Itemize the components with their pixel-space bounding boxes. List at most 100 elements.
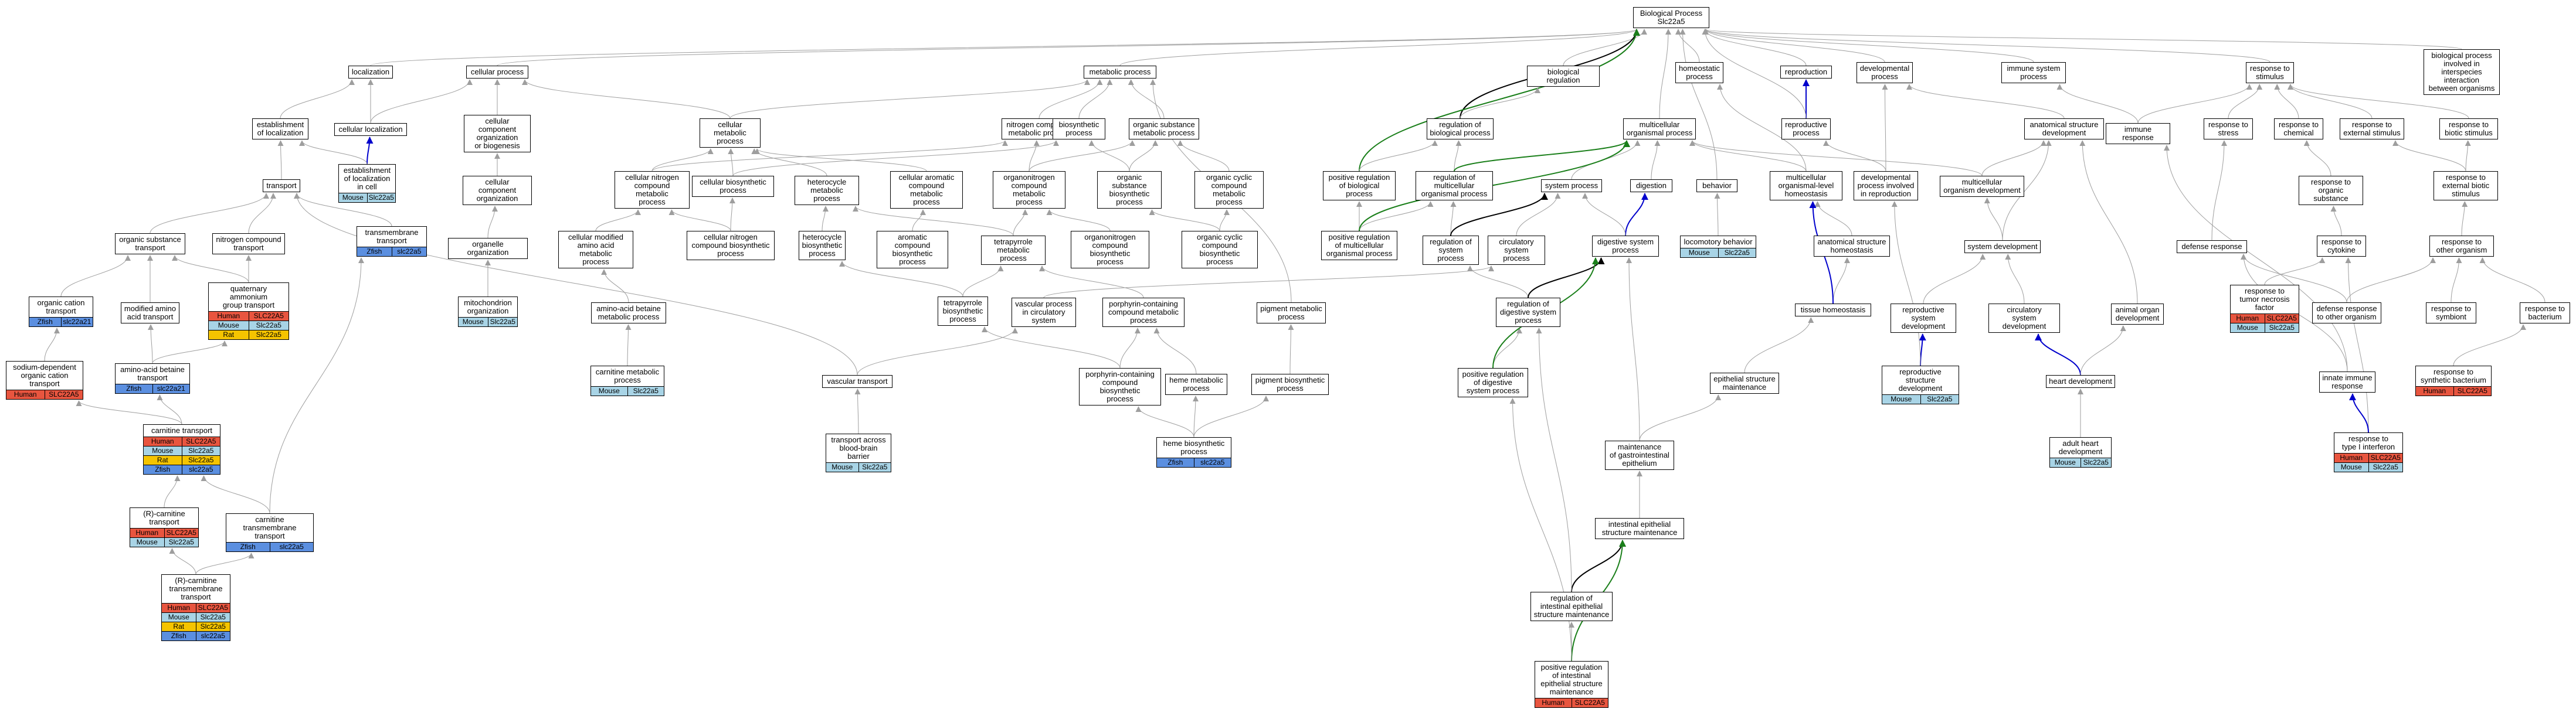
edge-gray xyxy=(1703,29,2270,63)
go-term-epi-maint: epithelial structure maintenance xyxy=(1710,373,1779,394)
go-term-label: establishment of localization in cell xyxy=(343,166,391,191)
edge-gray xyxy=(1651,140,1661,180)
edge-gray xyxy=(822,206,829,231)
go-term-repro-sys-dev: reproductive system development xyxy=(1891,304,1956,333)
go-term-label: biosynthetic process xyxy=(1058,120,1099,137)
edge-green xyxy=(1359,29,1640,172)
gene-symbol: Slc22a5 xyxy=(2264,323,2299,332)
go-term-label: regulation of multicellular organismal p… xyxy=(1421,173,1488,198)
edge-gray xyxy=(76,400,182,425)
edge-gray xyxy=(1192,396,1199,438)
edge-gray xyxy=(2211,140,2227,241)
gene-symbol: Slc22a5 xyxy=(627,387,664,396)
go-term-label: multicellular organismal-level homeostas… xyxy=(1778,173,1834,198)
go-term-reg-mc: regulation of multicellular organismal p… xyxy=(1416,171,1493,200)
edge-gray xyxy=(1702,29,1807,119)
go-term-label: circulatory system process xyxy=(1499,237,1534,263)
edge-gray xyxy=(2274,84,2299,119)
edge-gray xyxy=(1013,209,1029,236)
go-term-heme-met: heme metabolic process xyxy=(1165,374,1227,395)
edge-gray xyxy=(172,255,249,283)
gene-symbol: slc22a5 xyxy=(269,543,314,551)
go-term-label: organic substance metabolic process xyxy=(1133,120,1195,137)
go-term-dev-proc: developmental process xyxy=(1857,62,1913,83)
go-term-label: response to stimulus xyxy=(2250,64,2290,81)
go-term-label: locomotory behavior xyxy=(1684,237,1753,246)
go-term-label: pigment metabolic process xyxy=(1260,304,1322,321)
go-term-n-comp-transport: nitrogen compound transport xyxy=(212,233,285,254)
species-name: Mouse xyxy=(2236,323,2258,332)
go-term-label: positive regulation of biological proces… xyxy=(1328,173,1390,198)
go-term-label: anatomical structure homeostasis xyxy=(1817,237,1886,254)
edge-gray xyxy=(1703,29,2462,50)
species-name: Rat xyxy=(223,330,235,339)
go-term-label: cellular component organization or bioge… xyxy=(474,117,520,150)
go-term-maint-gi: maintenance of gastrointestinal epitheli… xyxy=(1605,441,1674,470)
go-term-label: response to chemical xyxy=(2279,120,2319,137)
go-term-label: heterocycle metabolic process xyxy=(807,178,847,203)
go-term-label: organic cation transport xyxy=(37,298,85,315)
go-term-label: anatomical structure development xyxy=(2029,120,2099,137)
edge-gray xyxy=(164,475,181,508)
edge-gray xyxy=(1046,209,1111,231)
go-term-homeo: homeostatic process xyxy=(1675,62,1723,83)
go-term-def-resp: defense response xyxy=(2177,240,2247,253)
edge-gray xyxy=(982,326,1121,369)
go-term-met-proc: metabolic process xyxy=(1084,66,1156,79)
edge-gray xyxy=(1984,197,2003,241)
go-term-reg-dig: regulation of digestive system process xyxy=(1496,298,1560,327)
go-term-label: developmental process involved in reprod… xyxy=(1857,173,1915,198)
edge-gray xyxy=(854,389,861,434)
edge-gray xyxy=(1571,140,1641,180)
gene-symbol: SLC22A5 xyxy=(1571,698,1608,707)
edge-gray xyxy=(299,140,368,165)
species-name: Mouse xyxy=(218,321,239,329)
edge-gray xyxy=(370,29,1640,66)
go-term-label: organic cyclic compound metabolic proces… xyxy=(1206,173,1253,206)
go-term-label: amino-acid betaine metabolic process xyxy=(596,304,661,321)
go-term-org-cyc-biosyn: organic cyclic compound biosynthetic pro… xyxy=(1182,231,1258,268)
species-name: Human xyxy=(13,390,37,398)
go-term-label: organonitrogen compound metabolic proces… xyxy=(1003,173,1055,206)
go-term-porph-met: porphyrin-containing compound metabolic … xyxy=(1102,298,1185,327)
go-term-cell-arom-met: cellular aromatic compound metabolic pro… xyxy=(890,171,963,209)
gene-symbol: Slc22a5 xyxy=(248,330,289,339)
species-name: Human xyxy=(2236,314,2259,322)
edge-gray xyxy=(1029,140,1040,172)
go-term-orgN-met: organonitrogen compound metabolic proces… xyxy=(993,171,1065,209)
go-term-label: carnitine metabolic process xyxy=(595,367,660,384)
edge-gray xyxy=(751,148,827,176)
go-term-resp-stim: response to stimulus xyxy=(2246,62,2294,83)
edge-gray xyxy=(1679,29,1718,180)
go-term-label: organelle organization xyxy=(467,240,509,257)
species-name: Human xyxy=(217,312,240,320)
species-name: Human xyxy=(135,529,159,537)
species-name: Zfish xyxy=(155,465,171,473)
go-term-label: response to tumor necrosis factor xyxy=(2239,287,2290,312)
go-term-label: response to external stimulus xyxy=(2343,120,2401,137)
edge-gray xyxy=(2056,84,2139,124)
edge-gray xyxy=(2164,145,2348,372)
edge-gray xyxy=(1675,29,1700,63)
edge-gray xyxy=(1626,257,1640,441)
gene-symbol: Slc22a5 xyxy=(164,538,199,547)
edge-gray xyxy=(195,553,254,575)
edge-gray xyxy=(248,193,276,234)
species-name: Mouse xyxy=(1688,248,1710,257)
go-term-innate-imm: innate immune response xyxy=(2319,372,2375,393)
go-term-sys-dev: system development xyxy=(1964,240,2041,253)
go-term-label: modified amino acid transport xyxy=(124,304,177,321)
go-term-label: reproductive structure development xyxy=(1898,367,1943,393)
edge-gray xyxy=(1454,140,1462,172)
edge-gray xyxy=(2241,254,2347,303)
